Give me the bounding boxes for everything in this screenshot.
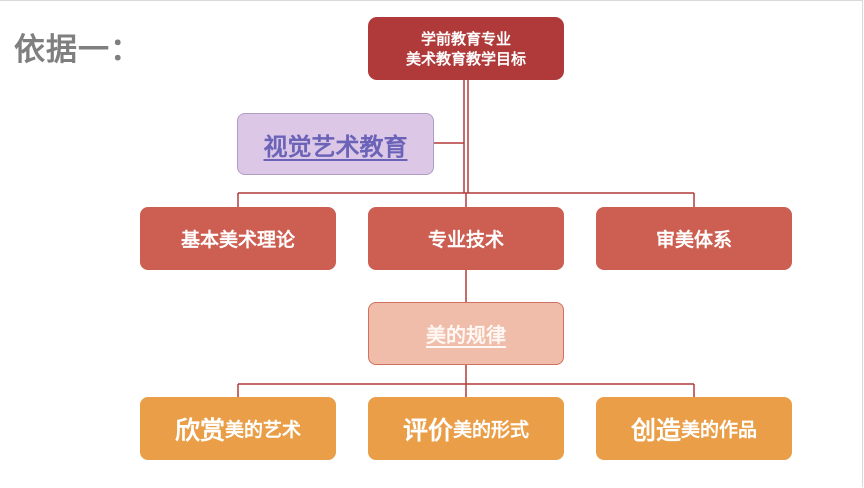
basic-theory-box: 基本美术理论 bbox=[140, 207, 336, 270]
evaluate-big: 评价 bbox=[402, 415, 453, 445]
root-goal-box: 学前教育专业 美术教育教学目标 bbox=[368, 17, 564, 80]
visual-arts-box[interactable]: 视觉艺术教育 bbox=[237, 113, 434, 175]
root-goal-line1: 学前教育专业 bbox=[420, 29, 511, 48]
root-goal-line2: 美术教育教学目标 bbox=[405, 49, 526, 68]
heading: 依据一： bbox=[14, 32, 142, 68]
technique-box: 专业技术 bbox=[368, 207, 564, 270]
evaluate-box: 评价美的形式 bbox=[368, 397, 564, 460]
appreciate-box: 欣赏美的艺术 bbox=[140, 397, 336, 460]
appreciate-big: 欣赏 bbox=[174, 415, 225, 445]
evaluate-small: 美的形式 bbox=[453, 419, 530, 441]
beauty-law-box[interactable]: 美的规律 bbox=[368, 302, 564, 365]
create-small: 美的作品 bbox=[681, 419, 758, 441]
appreciate-small: 美的艺术 bbox=[225, 419, 302, 441]
aesthetic-system-box: 审美体系 bbox=[596, 207, 792, 270]
create-box: 创造美的作品 bbox=[596, 397, 792, 460]
create-big: 创造 bbox=[630, 415, 681, 445]
